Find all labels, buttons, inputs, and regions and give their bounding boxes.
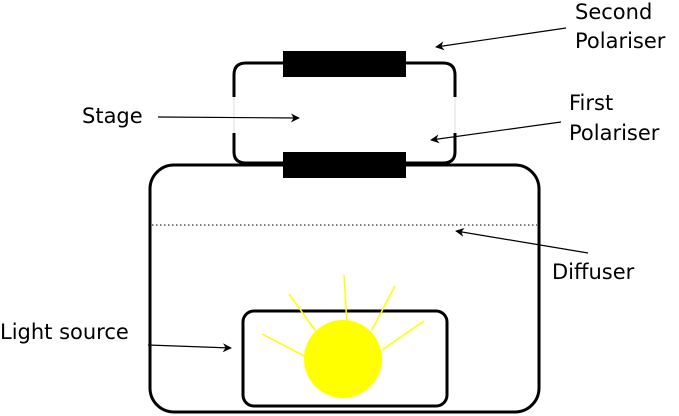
first-polariser-arrow bbox=[430, 121, 562, 144]
diffuser-label: Diffuser bbox=[552, 260, 635, 284]
second-polariser-arrow bbox=[435, 27, 567, 51]
second-polariser-label-line2: Polariser bbox=[575, 29, 666, 53]
arrows bbox=[147, 27, 589, 353]
stage-label: Stage bbox=[82, 104, 143, 128]
sun-icon bbox=[304, 320, 382, 398]
second-polariser bbox=[283, 51, 406, 77]
light-source-box bbox=[241, 309, 449, 408]
light-source-label: Light source bbox=[0, 320, 129, 344]
first-polariser-label-line2: Polariser bbox=[569, 121, 660, 145]
stage-frame bbox=[232, 61, 457, 165]
first-polariser-label-line1: First bbox=[569, 91, 613, 115]
lamp-housing bbox=[148, 163, 541, 414]
sun-rays bbox=[261, 274, 425, 361]
second-polariser-label-line1: Second bbox=[575, 0, 652, 24]
light-source-arrow bbox=[147, 343, 232, 353]
diffuser-arrow bbox=[455, 227, 589, 254]
stage-arrow bbox=[157, 113, 300, 123]
